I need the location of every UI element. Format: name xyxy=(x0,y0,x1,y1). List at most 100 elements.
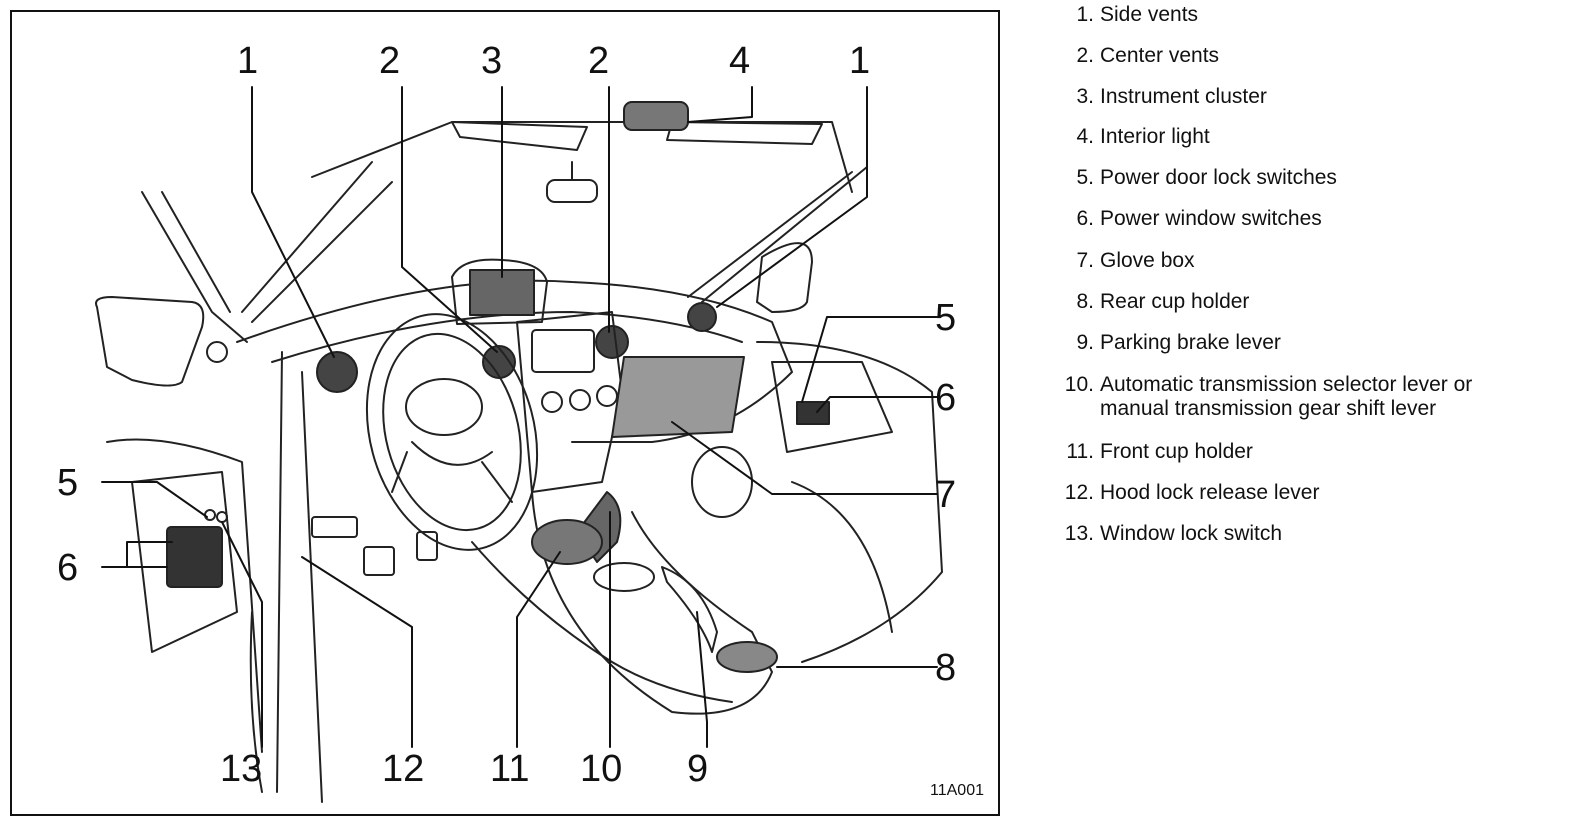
callout-6-right: 6 xyxy=(935,377,957,419)
legend-number: 13. xyxy=(1064,522,1094,545)
legend-number: 3. xyxy=(1076,85,1094,108)
legend-number: 1. xyxy=(1076,3,1094,26)
windshield-frame xyxy=(311,121,853,193)
legend-item: 3. Instrument cluster xyxy=(1058,85,1578,109)
window-switch-panel xyxy=(166,526,223,588)
center-vent-left xyxy=(482,345,516,379)
pedal xyxy=(416,531,438,561)
leader-2-left xyxy=(401,86,498,353)
leader-6-left xyxy=(101,541,173,568)
side-vent-right xyxy=(687,302,717,332)
legend-number: 12. xyxy=(1064,481,1094,504)
leader-5-left xyxy=(101,481,208,518)
legend-item: 8. Rear cup holder xyxy=(1058,290,1578,314)
center-vent-right xyxy=(595,325,629,359)
leader-6-right xyxy=(816,396,938,413)
callout-2-right: 2 xyxy=(588,40,610,82)
leader-5-right xyxy=(801,316,938,403)
window-switch-right xyxy=(796,401,830,425)
legend-item: 12. Hood lock release lever xyxy=(1058,481,1578,505)
leader-9 xyxy=(696,611,708,748)
callout-5-left: 5 xyxy=(57,462,79,504)
legend-label: Window lock switch xyxy=(1100,522,1283,545)
pedal xyxy=(311,516,358,538)
speaker-right xyxy=(691,446,753,518)
callout-12: 12 xyxy=(382,748,425,790)
side-vent-left xyxy=(316,351,358,393)
callout-2-left: 2 xyxy=(379,40,401,82)
legend-label: Rear cup holder xyxy=(1100,290,1250,313)
leader-7 xyxy=(671,421,938,495)
legend-number: 8. xyxy=(1076,290,1094,313)
callout-9: 9 xyxy=(687,748,709,790)
legend-item: 13. Window lock switch xyxy=(1058,522,1578,546)
callout-13: 13 xyxy=(220,748,263,790)
rear-cup-holder-graphic xyxy=(716,641,778,673)
legend-label: Side vents xyxy=(1100,3,1199,26)
legend-number: 5. xyxy=(1076,166,1094,189)
legend-label: Instrument cluster xyxy=(1100,85,1267,108)
door-right xyxy=(756,341,943,663)
callout-5-right: 5 xyxy=(935,297,957,339)
leader-11 xyxy=(516,551,561,748)
a-pillar-left xyxy=(141,191,248,343)
legend-item: 11. Front cup holder xyxy=(1058,440,1578,464)
leader-lines xyxy=(101,86,938,748)
legend-item: 9. Parking brake lever xyxy=(1058,331,1578,355)
front-cup-holder-graphic xyxy=(531,519,603,565)
legend-label: Front cup holder xyxy=(1100,440,1253,463)
callout-10: 10 xyxy=(580,748,623,790)
legend-label: Glove box xyxy=(1100,249,1195,272)
legend-item: 2. Center vents xyxy=(1058,44,1578,68)
legend-number: 10. xyxy=(1064,373,1094,396)
legend-label: Automatic transmission selector lever or… xyxy=(1100,373,1473,420)
glove-box-graphic xyxy=(611,356,745,438)
parking-brake-graphic xyxy=(661,566,718,653)
legend-label: Interior light xyxy=(1100,125,1210,148)
pedal xyxy=(363,546,395,576)
legend-label: Power door lock switches xyxy=(1100,166,1337,189)
callout-4: 4 xyxy=(729,40,751,82)
callout-6-left: 6 xyxy=(57,547,79,589)
steering-wheel xyxy=(365,313,539,551)
a-pillar-right xyxy=(687,166,868,303)
callout-8: 8 xyxy=(935,647,957,689)
legend-item: 6. Power window switches xyxy=(1058,207,1578,231)
legend-number: 2. xyxy=(1076,44,1094,67)
legend-item: 7. Glove box xyxy=(1058,249,1578,273)
legend-label: Center vents xyxy=(1100,44,1220,67)
legend-item: 10. Automatic transmission selector lever… xyxy=(1058,373,1578,421)
legend-item: 4. Interior light xyxy=(1058,125,1578,149)
instrument-cluster-hood xyxy=(451,258,548,325)
callout-11: 11 xyxy=(490,748,530,790)
side-mirror-left xyxy=(95,296,205,387)
callout-1-right: 1 xyxy=(849,40,871,82)
leader-1-left xyxy=(251,86,335,358)
legend-number: 9. xyxy=(1076,331,1094,354)
sun-visor-right xyxy=(666,121,823,145)
leader-1-right xyxy=(716,86,868,308)
legend-number: 7. xyxy=(1076,249,1094,272)
sun-visor-left xyxy=(451,121,588,151)
legend-label: Power window switches xyxy=(1100,207,1322,230)
interior-diagram: 1 2 3 2 4 1 5 6 7 8 5 6 13 12 11 10 9 11… xyxy=(10,10,1000,816)
legend-number: 11. xyxy=(1066,440,1094,463)
interior-light-graphic xyxy=(623,101,689,131)
legend-label: Hood lock release lever xyxy=(1100,481,1320,504)
callout-7: 7 xyxy=(935,474,957,516)
leader-4 xyxy=(687,86,753,123)
center-console xyxy=(531,491,773,715)
figure-code: 11A001 xyxy=(930,782,984,799)
legend-label: Parking brake lever xyxy=(1100,331,1281,354)
legend-item: 5. Power door lock switches xyxy=(1058,166,1578,190)
side-mirror-right xyxy=(756,242,813,313)
door-left xyxy=(106,438,263,753)
leader-12 xyxy=(301,556,413,748)
legend-number: 4. xyxy=(1076,125,1094,148)
callout-3: 3 xyxy=(481,40,503,82)
rear-view-mirror xyxy=(546,179,598,203)
leader-13 xyxy=(221,521,263,748)
legend-number: 6. xyxy=(1076,207,1094,230)
car-interior-illustration xyxy=(95,86,943,803)
callout-1-left: 1 xyxy=(237,40,259,82)
